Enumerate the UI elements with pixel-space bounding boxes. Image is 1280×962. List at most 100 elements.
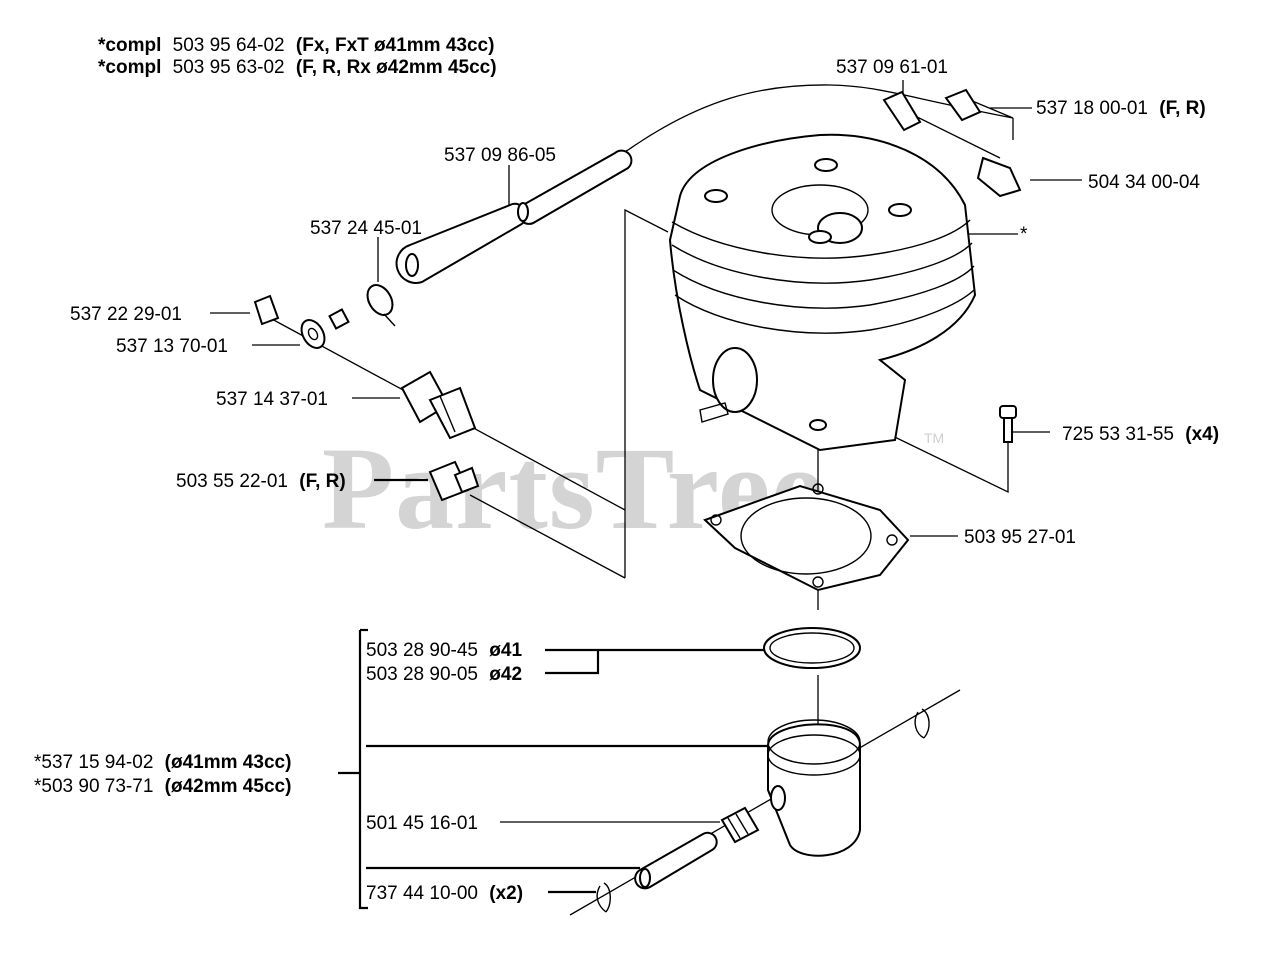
label-503289045[interactable]: 503 28 90-45 ø41 <box>366 640 522 661</box>
label-737441000[interactable]: 737 44 10-00 (x2) <box>366 883 523 904</box>
valve-bracket-line <box>624 208 669 510</box>
label-star: * <box>1020 224 1028 245</box>
label-503289005-number: 503 28 90-05 <box>366 664 478 685</box>
plug-537222901 <box>253 294 280 326</box>
label-537143701[interactable]: 537 14 37-01 <box>216 389 328 410</box>
label-537098605[interactable]: 537 09 86-05 <box>444 145 556 166</box>
head-bolt-hole-1 <box>814 158 838 172</box>
pin-end <box>639 868 651 888</box>
label-503289005-suffix: ø42 <box>489 664 522 685</box>
piston-body <box>767 723 861 857</box>
label-537096101-number: 537 09 61-01 <box>836 57 948 78</box>
gasket-bore <box>740 497 872 575</box>
base-bolt-hole <box>809 419 827 431</box>
head-bolt-hole-3 <box>888 203 912 217</box>
gasket-part <box>703 483 910 592</box>
gasket-hole-right <box>886 534 898 546</box>
header-line-2: *compl 503 95 63-02 (F, R, Rx ø42mm 45cc… <box>98 57 497 78</box>
label-503907371-suffix: (ø42mm 45cc) <box>165 776 292 797</box>
label-537096101[interactable]: 537 09 61-01 <box>836 57 948 78</box>
label-503907371[interactable]: *503 90 73-71 (ø42mm 45cc) <box>34 776 291 797</box>
elbow-504340004 <box>976 156 1022 198</box>
thread-line <box>439 395 456 433</box>
piston-crown <box>767 719 861 765</box>
label-503952701-number: 503 95 27-01 <box>964 527 1076 548</box>
piston-part <box>767 719 861 857</box>
ring-inner <box>769 632 855 664</box>
label-537244501-number: 537 24 45-01 <box>310 218 422 239</box>
pin-body <box>634 831 718 890</box>
label-537222901[interactable]: 537 22 29-01 <box>70 304 182 325</box>
label-725533155-suffix: (x4) <box>1185 424 1219 445</box>
label-537159402-number: *537 15 94-02 <box>34 752 153 773</box>
fitting-537096101 <box>882 90 922 132</box>
label-537180001[interactable]: 537 18 00-01 (F, R) <box>1036 98 1206 119</box>
fin-1 <box>671 219 971 259</box>
leader-ring-lower <box>545 650 600 675</box>
needle-bearing-part <box>720 806 760 844</box>
cylinder-body <box>668 133 977 452</box>
label-504340004-number: 504 34 00-04 <box>1088 172 1200 193</box>
label-725533155[interactable]: 725 53 31-55 (x4) <box>1062 424 1219 445</box>
header-1-prefix: *compl <box>98 35 161 56</box>
label-504340004[interactable]: 504 34 00-04 <box>1088 172 1200 193</box>
label-503289005[interactable]: 503 28 90-05 ø42 <box>366 664 522 685</box>
cylinder-part <box>668 133 977 452</box>
fin-3 <box>672 265 975 309</box>
nipple-body <box>328 308 350 330</box>
watermark-trademark: TM <box>924 430 944 446</box>
bearing-line-1 <box>727 817 741 839</box>
piston-ring-part <box>763 627 861 669</box>
label-537098605-number: 537 09 86-05 <box>444 145 556 166</box>
washer-hole <box>307 327 319 341</box>
piston-ring-groove <box>767 734 861 776</box>
label-737441000-suffix: (x2) <box>489 883 523 904</box>
label-503952701[interactable]: 503 95 27-01 <box>964 527 1076 548</box>
washer-537137001 <box>300 319 326 349</box>
label-503552201[interactable]: 503 55 22-01 (F, R) <box>176 471 346 492</box>
gasket-hole-left <box>710 514 722 526</box>
label-537137001-number: 537 13 70-01 <box>116 336 228 357</box>
bearing-body <box>720 806 760 844</box>
bolt-head <box>999 405 1017 419</box>
label-537159402-suffix: (ø41mm 43cc) <box>165 752 292 773</box>
label-503289045-number: 503 28 90-45 <box>366 640 478 661</box>
header-2-prefix: *compl <box>98 57 161 78</box>
gasket-hole-top <box>812 483 824 495</box>
circlip-part <box>596 708 930 913</box>
leader-lines <box>210 80 1082 916</box>
hose-end-mid <box>517 202 529 222</box>
exhaust-port <box>712 347 758 413</box>
label-503907371-number: *503 90 73-71 <box>34 776 153 797</box>
plug-thread <box>453 466 480 494</box>
head-bolt-hole-2 <box>704 189 728 203</box>
label-537159402[interactable]: *537 15 94-02 (ø41mm 43cc) <box>34 752 291 773</box>
head-bolt-hole-4 <box>808 230 832 244</box>
clamp-ring <box>366 284 394 316</box>
label-503552201-suffix: (F, R) <box>299 471 345 492</box>
label-537180001-number: 537 18 00-01 <box>1036 98 1148 119</box>
piston-pin-part <box>634 831 718 890</box>
sleeve-leader-line <box>969 99 1014 119</box>
impulse-hose-part <box>395 149 633 284</box>
label-537244501[interactable]: 537 24 45-01 <box>310 218 422 239</box>
bolt-shank <box>1003 417 1013 443</box>
label-537137001[interactable]: 537 13 70-01 <box>116 336 228 357</box>
fin-2 <box>671 242 973 284</box>
label-501451601[interactable]: 501 45 16-01 <box>366 813 478 834</box>
ring-outer <box>763 627 861 669</box>
sleeve-537180001 <box>944 88 982 122</box>
bolt-part <box>999 405 1017 443</box>
label-725533155-number: 725 53 31-55 <box>1062 424 1174 445</box>
label-501451601-number: 501 45 16-01 <box>366 813 478 834</box>
gasket-hole-bottom <box>812 576 824 588</box>
bolt-bracket-line <box>869 424 1009 494</box>
part-labels: 537 09 61-01 537 18 00-01 (F, R) 504 34 … <box>34 57 1219 904</box>
header-line-1: *compl 503 95 64-02 (Fx, FxT ø41mm 43cc) <box>98 35 494 56</box>
label-503552201-number: 503 55 22-01 <box>176 471 288 492</box>
label-star-text: * <box>1020 224 1028 245</box>
decomp-valve-part <box>400 370 477 440</box>
hose-clamp-part <box>366 284 396 327</box>
label-503289045-suffix: ø41 <box>489 640 522 661</box>
